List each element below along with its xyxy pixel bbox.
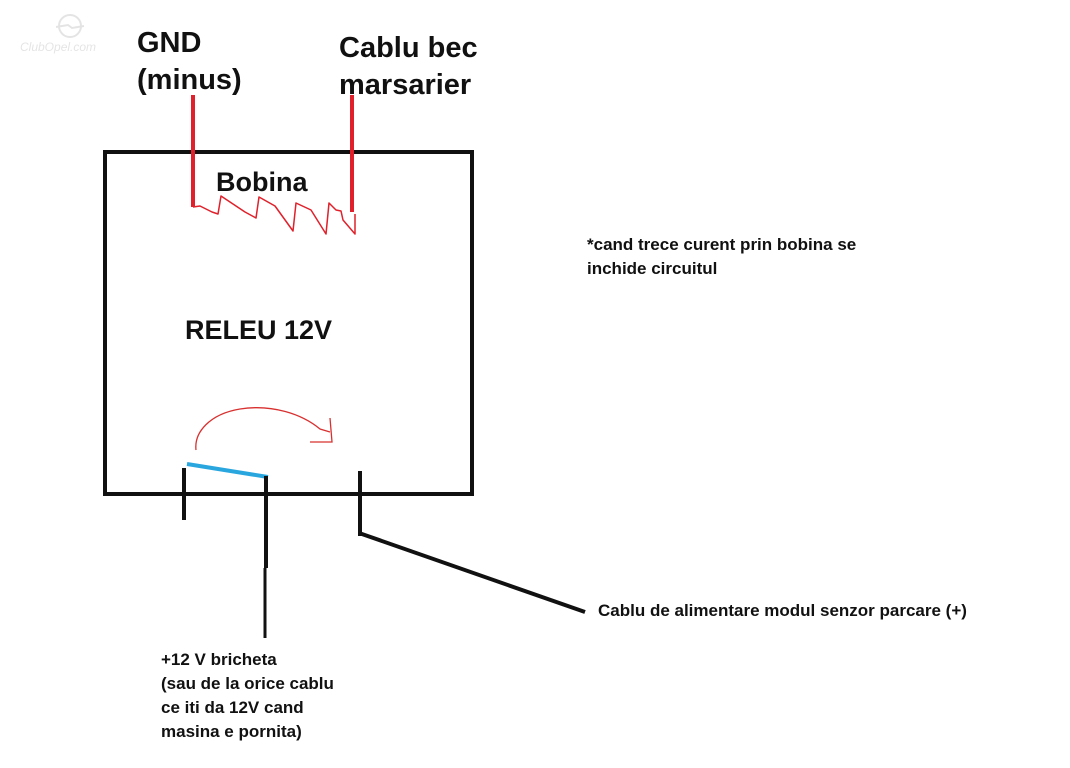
note-line1: *cand trece curent prin bobina se: [587, 235, 857, 254]
note-text: *cand trece curent prin bobina se inchid…: [587, 233, 856, 281]
bulb-wire-label: Cablu bec marsarier: [339, 30, 478, 104]
coil-winding: [192, 195, 356, 235]
switch-contact-arm: [186, 462, 269, 479]
sensor-wire: [358, 531, 586, 614]
supply-label-line2: (sau de la orice cablu: [161, 674, 334, 693]
watermark-logo: ClubOpel.com: [18, 12, 118, 54]
gnd-label-line2: (minus): [137, 64, 242, 96]
gnd-label-line1: GND: [137, 27, 202, 59]
bulb-label-line1: Cablu bec: [339, 32, 478, 64]
switch-arrow-head-icon: [310, 417, 333, 443]
sensor-label: Cablu de alimentare modul senzor parcare…: [598, 601, 967, 620]
gnd-label: GND (minus): [137, 25, 242, 99]
supply-label-line4: masina e pornita): [161, 722, 302, 741]
watermark-text: ClubOpel.com: [20, 40, 97, 54]
supply-label: +12 V bricheta (sau de la orice cablu ce…: [161, 648, 334, 744]
coil-label: Bobina: [216, 167, 308, 197]
bulb-label-line2: marsarier: [339, 69, 472, 101]
switch-arrow: [195, 407, 331, 451]
relay-label: RELEU 12V: [185, 315, 333, 345]
note-line2: inchide circuitul: [587, 259, 718, 278]
supply-label-line3: ce iti da 12V cand: [161, 698, 304, 717]
supply-label-line1: +12 V bricheta: [161, 650, 277, 669]
relay-box: [103, 150, 474, 496]
opel-logo-icon: [55, 14, 85, 38]
